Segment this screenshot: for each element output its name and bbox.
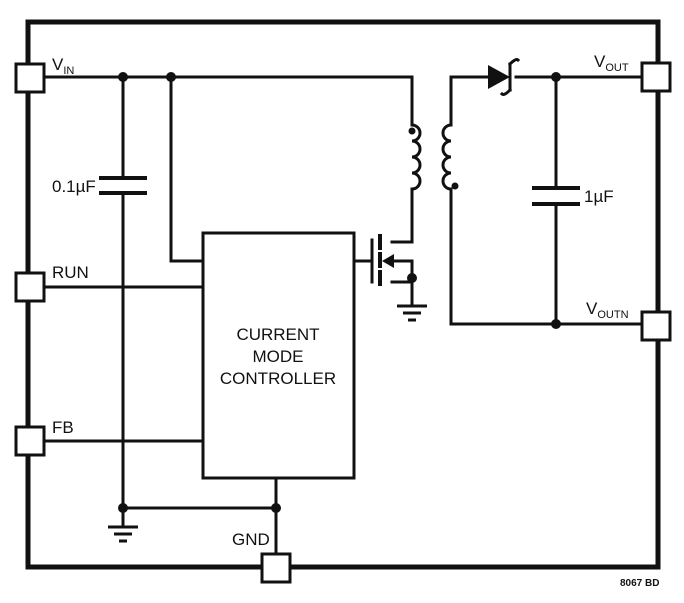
ground-symbol-icon (108, 525, 138, 543)
pin-fb[interactable] (14, 425, 46, 457)
input-cap-label: 0.1µF (52, 177, 96, 196)
vin-to-controller (169, 75, 205, 263)
schottky-diode-icon (488, 65, 510, 89)
voutn-label: VOUTN (586, 299, 629, 321)
mosfet-source-wire (390, 280, 414, 308)
controller-line-2: MODE (253, 347, 304, 366)
controller-line-3: CONTROLLER (220, 369, 336, 388)
output-cap-label: 1µF (584, 187, 614, 206)
vin-label: VIN (52, 55, 74, 77)
vin-rail (44, 75, 414, 127)
run-label: RUN (52, 263, 89, 282)
controller-box (201, 231, 356, 480)
mosfet-arrow-icon (382, 254, 394, 268)
pin-vout[interactable] (640, 61, 672, 93)
gnd-label: GND (232, 530, 270, 549)
fb-label: FB (52, 418, 74, 437)
secondary-bottom-wire (449, 187, 642, 326)
mosfet-ground-icon (397, 304, 427, 322)
junction-dots (118, 72, 561, 513)
vout-label: VOUT (594, 52, 629, 74)
pin-gnd[interactable] (260, 552, 292, 584)
pin-vin[interactable] (14, 62, 46, 94)
figure-tag: 8067 BD (620, 578, 659, 589)
secondary-winding (441, 123, 453, 191)
controller-line-1: CURRENT (236, 325, 319, 344)
primary-winding (410, 123, 422, 191)
secondary-top-wire (449, 75, 490, 127)
primary-to-drain (390, 187, 414, 244)
pin-run[interactable] (14, 271, 46, 303)
pin-voutn[interactable] (640, 310, 672, 342)
